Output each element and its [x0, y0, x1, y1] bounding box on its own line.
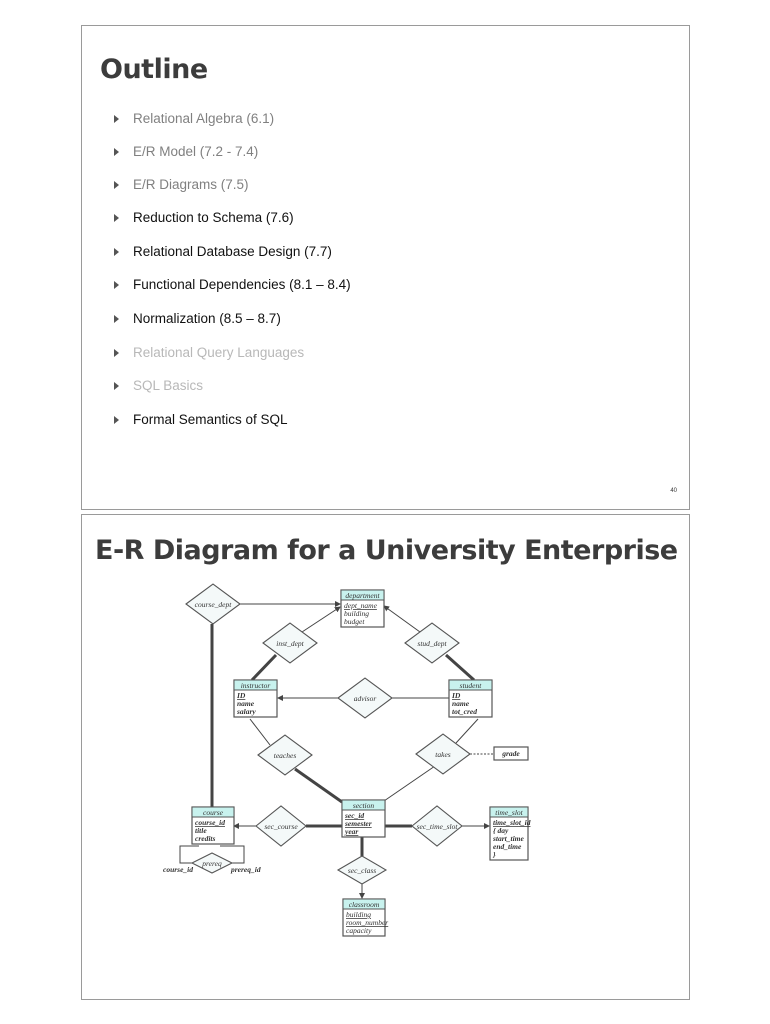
- relationship-label: stud_dept: [417, 639, 447, 648]
- entity-attribute: dept_name: [344, 601, 378, 610]
- entity-attribute: tot_cred: [452, 707, 477, 716]
- entity-name: section: [353, 801, 374, 810]
- bullet-text: Normalization (8.5 – 8.7): [133, 311, 281, 326]
- entity-name: classroom: [349, 900, 380, 909]
- entity-attribute: time_slot_id: [493, 818, 531, 827]
- entity-attribute: end_time: [493, 842, 522, 851]
- relationship-label: sec_class: [348, 866, 376, 875]
- bullet-arrow-icon: [114, 114, 119, 123]
- entity-header: [489, 806, 529, 818]
- bullet-item: Relational Algebra (6.1): [114, 111, 274, 126]
- attribute-label: grade: [501, 749, 520, 758]
- bullet-arrow-icon: [114, 348, 119, 357]
- entity-name: time_slot: [495, 808, 523, 817]
- entity-attribute: semester: [344, 819, 372, 828]
- entity-attribute: capacity: [346, 926, 372, 935]
- entity-attribute: course_id: [195, 818, 225, 827]
- relationship-label: teaches: [274, 751, 297, 760]
- entity-header: [341, 799, 386, 811]
- bullet-text: E/R Model (7.2 - 7.4): [133, 144, 259, 159]
- entity-header: [233, 679, 278, 691]
- bullet-item: Formal Semantics of SQL: [114, 412, 288, 427]
- relationship-sec-course: [255, 805, 307, 847]
- entity-attribute: start_time: [492, 834, 525, 843]
- entity-attribute: building: [344, 609, 369, 618]
- relationship-stud-dept: [404, 622, 460, 664]
- relationship-advisor: [337, 677, 393, 719]
- entity-attribute: name: [452, 699, 470, 708]
- entity-attribute: budget: [344, 617, 365, 626]
- slide-title: Outline: [100, 54, 208, 85]
- entity-attribute: room_number: [346, 918, 388, 927]
- slide-title: E-R Diagram for a University Enterprise: [95, 535, 678, 566]
- relationship-label: course_dept: [195, 600, 233, 609]
- entity-header: [342, 898, 386, 910]
- bullet-text: E/R Diagrams (7.5): [133, 177, 249, 192]
- entity-attribute: ID: [451, 691, 461, 700]
- bullet-arrow-icon: [114, 280, 119, 289]
- entity-attribute: salary: [236, 707, 256, 716]
- relationship-label: inst_dept: [276, 639, 304, 648]
- entity-attribute: building: [346, 910, 371, 919]
- bullet-text: Relational Algebra (6.1): [133, 111, 275, 126]
- relationship-teaches: [257, 734, 313, 776]
- bullet-arrow-icon: [114, 247, 119, 256]
- entity-attribute: }: [492, 850, 496, 859]
- entity-name: instructor: [241, 681, 271, 690]
- relationship-label: takes: [435, 750, 450, 759]
- relationship-course-dept: [185, 583, 241, 625]
- relationship-sec-class: [336, 855, 388, 885]
- bullet-item: E/R Diagrams (7.5): [114, 177, 249, 192]
- entity-attribute: year: [344, 827, 358, 836]
- attribute-grade: [493, 746, 529, 761]
- bullet-item: SQL Basics: [114, 378, 203, 393]
- entity-name: course: [203, 808, 224, 817]
- role-label: course_id: [163, 865, 193, 874]
- bullet-item: Reduction to Schema (7.6): [114, 210, 294, 225]
- relationship-label: sec_time_slot: [417, 822, 459, 831]
- entity-name: department: [345, 591, 380, 600]
- bullet-arrow-icon: [114, 213, 119, 222]
- bullet-text: Relational Query Languages: [133, 345, 305, 360]
- entity-header: [340, 589, 385, 601]
- relationship-label: advisor: [354, 694, 377, 703]
- entity-attribute: sec_id: [344, 811, 364, 820]
- entity-name: student: [460, 681, 483, 690]
- bullet-arrow-icon: [114, 314, 119, 323]
- relationship-takes: [415, 733, 471, 775]
- entity-attribute: title: [195, 826, 207, 835]
- slide-outline: Outline Relational Algebra (6.1) E/R Mode…: [81, 25, 690, 510]
- role-label: prereq_id: [230, 865, 261, 874]
- bullet-item: Normalization (8.5 – 8.7): [114, 311, 281, 326]
- bullet-text: Relational Database Design (7.7): [133, 244, 332, 259]
- entity-header: [191, 806, 235, 818]
- bullet-text: Functional Dependencies (8.1 – 8.4): [133, 277, 351, 292]
- relationship-label: sec_course: [264, 822, 298, 831]
- page-number: 40: [670, 488, 677, 494]
- bullet-item: Functional Dependencies (8.1 – 8.4): [114, 277, 351, 292]
- relationship-sec-time-slot: [411, 805, 463, 847]
- bullet-item: Relational Query Languages: [114, 345, 304, 360]
- relationship-inst-dept: [262, 622, 318, 664]
- entity-attribute: name: [237, 699, 255, 708]
- bullet-arrow-icon: [114, 381, 119, 390]
- bullet-text: Reduction to Schema (7.6): [133, 210, 294, 225]
- entity-attribute: { day: [493, 826, 509, 835]
- bullet-item: Relational Database Design (7.7): [114, 244, 332, 259]
- entity-header: [448, 679, 493, 691]
- bullet-arrow-icon: [114, 415, 119, 424]
- bullet-arrow-icon: [114, 147, 119, 156]
- relationship-label: prereq: [201, 859, 222, 868]
- bullet-text: SQL Basics: [133, 378, 204, 393]
- bullet-item: E/R Model (7.2 - 7.4): [114, 144, 258, 159]
- bullet-arrow-icon: [114, 180, 119, 189]
- bullet-text: Formal Semantics of SQL: [133, 412, 288, 427]
- relationship-prereq: [190, 852, 234, 874]
- entity-attribute: credits: [195, 834, 215, 843]
- entity-attribute: ID: [236, 691, 246, 700]
